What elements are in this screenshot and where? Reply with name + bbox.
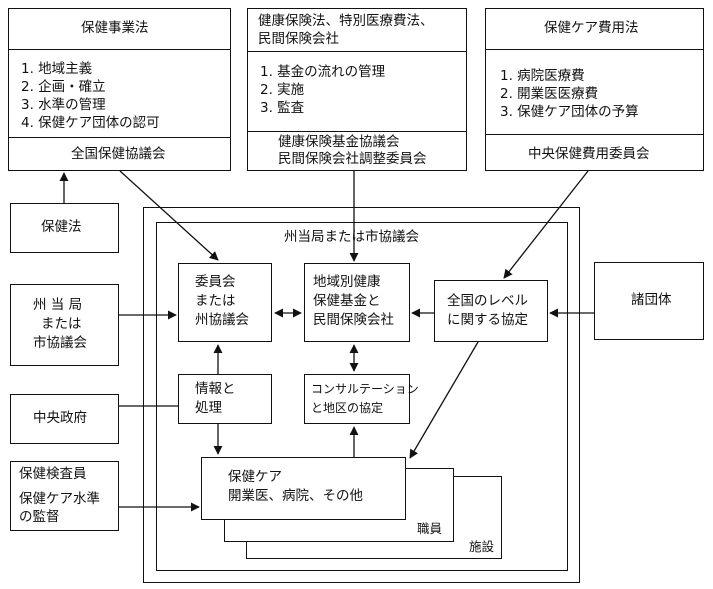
hokenho-box: 保健法 bbox=[10, 203, 119, 253]
chuo-box: 中央政府 bbox=[10, 394, 119, 444]
list-item: 1. 地域主義 bbox=[21, 61, 93, 77]
consult-label-2: と地区の協定 bbox=[311, 401, 384, 415]
kensa-label-3: の監督 bbox=[19, 509, 60, 525]
list-item: 3. 保健ケア団体の予算 bbox=[500, 104, 639, 120]
kenko-hoken-title-2: 民間保険会社 bbox=[258, 31, 339, 47]
kenko-hoken-box: 健康保険法、特別医療費法、 民間保険会社 1. 基金の流れの管理 2. 実施 3… bbox=[247, 8, 467, 171]
hiyo-list: 1. 病院医療費 2. 開業医医療費 3. 保健ケア団体の予算 bbox=[500, 67, 639, 121]
care-label-2: 開業医、病院、その他 bbox=[228, 488, 363, 504]
kikin-label-1: 地域別健康 bbox=[313, 274, 381, 290]
list-item: 2. 企画・確立 bbox=[21, 79, 106, 95]
iinkai-label-3: 州協議会 bbox=[195, 312, 249, 328]
kyotei-label-2: に関する協定 bbox=[447, 312, 528, 328]
hokenho-label: 保健法 bbox=[41, 219, 82, 235]
shodantai-box: 諸団体 bbox=[594, 262, 704, 340]
shisetsu-label: 施設 bbox=[469, 539, 495, 554]
list-item: 2. 実施 bbox=[260, 82, 305, 98]
hoken-jigyo-title: 保健事業法 bbox=[81, 20, 149, 36]
kikin-label-2: 保健基金と bbox=[313, 293, 381, 309]
kensa-label-1: 保健検査員 bbox=[19, 466, 87, 482]
care-label-1: 保健ケア bbox=[228, 469, 282, 485]
list-item: 1. 基金の流れの管理 bbox=[260, 64, 386, 80]
shu-label-3: 市協議会 bbox=[33, 335, 87, 351]
arrow-jigyo-to-iinkai bbox=[119, 170, 219, 261]
hiyo-title: 保健ケア費用法 bbox=[544, 20, 639, 36]
kikin-box: 地域別健康 保健基金と 民間保険会社 bbox=[304, 263, 410, 342]
hiyo-box: 保健ケア費用法 1. 病院医療費 2. 開業医医療費 3. 保健ケア団体の予算 … bbox=[485, 8, 704, 171]
joho-label-2: 処理 bbox=[195, 400, 222, 416]
kenko-hoken-footer-1: 健康保険基金協議会 bbox=[278, 134, 400, 150]
list-item: 4. 保健ケア団体の認可 bbox=[21, 115, 160, 131]
kenko-hoken-title-1: 健康保険法、特別医療費法、 bbox=[258, 13, 434, 29]
joho-box: 情報と 処理 bbox=[178, 374, 272, 424]
shodantai-label: 諸団体 bbox=[631, 292, 672, 308]
iinkai-label-2: または bbox=[195, 293, 236, 309]
shu-label-1: 州 当 局 bbox=[33, 297, 83, 313]
hoken-jigyo-list: 1. 地域主義 2. 企画・確立 3. 水準の管理 4. 保健ケア団体の認可 bbox=[21, 60, 160, 132]
arrow-kyotei-to-care bbox=[409, 341, 479, 459]
kensa-box: 保健検査員 保健ケア水準 の監督 bbox=[10, 461, 119, 531]
hiyo-footer: 中央保健費用委員会 bbox=[528, 146, 650, 162]
chuo-label: 中央政府 bbox=[33, 410, 87, 426]
arrow-hiyo-to-kyotei bbox=[503, 170, 589, 279]
iinkai-label-1: 委員会 bbox=[195, 274, 236, 290]
list-item: 2. 開業医医療費 bbox=[500, 86, 599, 102]
shu-box: 州 当 局 または 市協議会 bbox=[10, 284, 119, 366]
divider bbox=[9, 49, 230, 50]
divider bbox=[486, 49, 703, 50]
list-item: 3. 水準の管理 bbox=[21, 97, 106, 113]
hoken-jigyo-box: 保健事業法 1. 地域主義 2. 企画・確立 3. 水準の管理 4. 保健ケア団… bbox=[8, 8, 231, 171]
kikin-label-3: 民間保険会社 bbox=[313, 312, 394, 328]
list-item: 3. 監査 bbox=[260, 100, 305, 116]
kenko-hoken-footer-2: 民間保険会社調整委員会 bbox=[278, 151, 427, 167]
shokuin-label: 職員 bbox=[417, 521, 443, 536]
kensa-label-2: 保健ケア水準 bbox=[19, 491, 100, 507]
divider bbox=[248, 51, 466, 52]
kyotei-box: 全国のレベル に関する協定 bbox=[434, 280, 548, 342]
hoken-jigyo-footer: 全国保健協議会 bbox=[71, 146, 166, 162]
container-title: 州当局または市協議会 bbox=[280, 228, 423, 247]
shu-label-2: または bbox=[41, 316, 82, 332]
consult-label-1: コンサルテーション bbox=[311, 382, 419, 396]
divider bbox=[9, 137, 230, 138]
joho-label-1: 情報と bbox=[195, 381, 236, 397]
care-box: 保健ケア 開業医、病院、その他 bbox=[201, 457, 406, 520]
divider bbox=[248, 131, 466, 132]
list-item: 1. 病院医療費 bbox=[500, 68, 585, 84]
divider bbox=[486, 134, 703, 135]
kyotei-label-1: 全国のレベル bbox=[447, 293, 528, 309]
kenko-hoken-list: 1. 基金の流れの管理 2. 実施 3. 監査 bbox=[260, 63, 385, 117]
iinkai-box: 委員会 または 州協議会 bbox=[178, 263, 272, 342]
consult-box: コンサルテーション と地区の協定 bbox=[304, 374, 419, 424]
